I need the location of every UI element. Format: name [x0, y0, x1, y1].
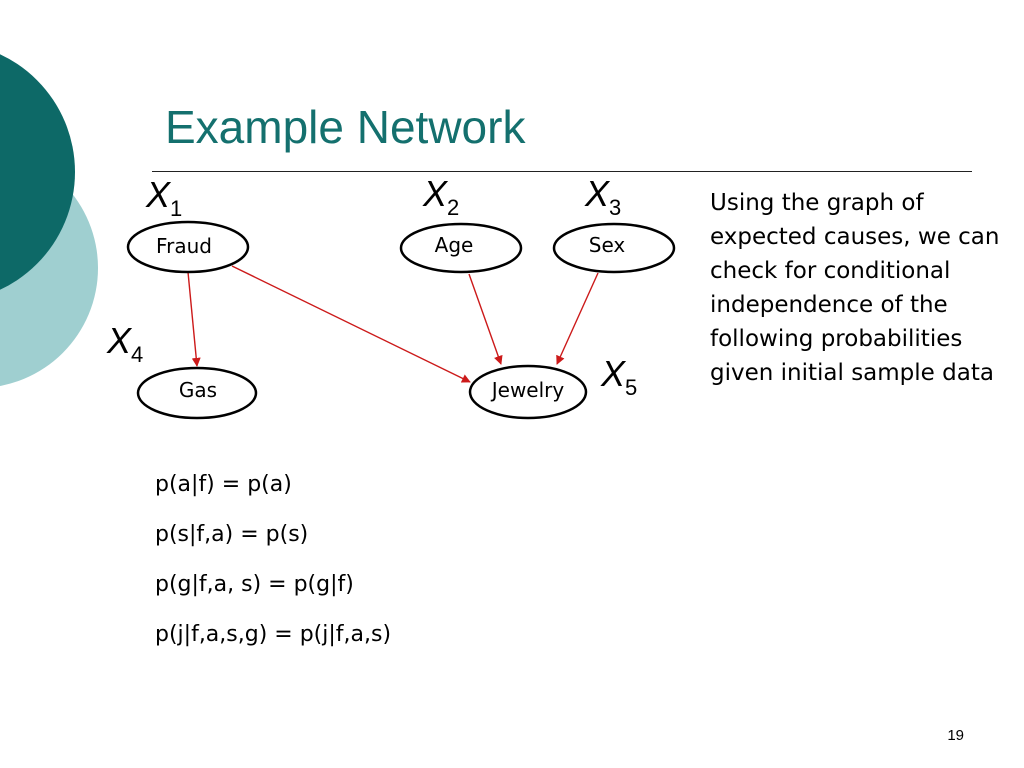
edge-sex-jewelry — [556, 272, 599, 365]
variable-x2-subscript: 2 — [447, 195, 459, 220]
node-gas-label: Gas — [179, 378, 217, 402]
variable-x3-subscript: 3 — [609, 195, 621, 220]
edge-fraud-jewelry — [231, 265, 471, 383]
node-age-ellipse — [399, 222, 523, 274]
node-age: Age — [399, 222, 523, 274]
slide-title: Example Network — [165, 101, 526, 153]
variable-x4-letter: X — [106, 320, 133, 361]
equation-item: p(a|f) = p(a) — [155, 472, 292, 497]
node-jewelry: Jewelry — [468, 364, 588, 420]
node-fraud: Fraud — [126, 220, 250, 274]
variable-x5-label: X5 — [600, 353, 637, 400]
node-fraud-ellipse — [126, 220, 250, 274]
node-gas-ellipse — [136, 366, 258, 420]
node-sex-ellipse — [552, 222, 676, 274]
variable-x4-subscript: 4 — [131, 342, 143, 367]
node-fraud-label: Fraud — [156, 234, 212, 258]
explanation-text: Using the graph of expected causes, we c… — [710, 190, 1000, 386]
node-gas: Gas — [136, 366, 258, 420]
variable-x1-letter: X — [145, 174, 172, 215]
node-age-label: Age — [435, 233, 474, 257]
variable-x1-label: X1 — [145, 174, 182, 221]
variable-x5-letter: X — [600, 353, 627, 394]
node-sex-label: Sex — [589, 233, 626, 257]
equation-item: p(g|f,a, s) = p(g|f) — [155, 572, 354, 597]
node-jewelry-label: Jewelry — [490, 378, 565, 402]
variable-x3-label: X3 — [584, 173, 621, 220]
variable-x2-letter: X — [422, 173, 449, 214]
equation-item: p(j|f,a,s,g) = p(j|f,a,s) — [155, 622, 392, 647]
edge-fraud-gas — [187, 271, 201, 367]
slide-number: 19 — [947, 727, 964, 744]
equation-item: p(s|f,a) = p(s) — [155, 522, 309, 547]
title-underline — [152, 171, 972, 172]
edge-age-jewelry — [468, 273, 503, 365]
variable-x3-letter: X — [584, 173, 611, 214]
edges — [187, 265, 599, 383]
node-sex: Sex — [552, 222, 676, 274]
node-jewelry-ellipse — [468, 364, 588, 420]
variable-x1-subscript: 1 — [170, 196, 182, 221]
equation-list: p(a|f) = p(a) p(s|f,a) = p(s) p(g|f,a, s… — [155, 466, 391, 666]
variable-x2-label: X2 — [422, 173, 459, 220]
variable-x5-subscript: 5 — [625, 375, 637, 400]
variable-x4-label: X4 — [106, 320, 143, 367]
